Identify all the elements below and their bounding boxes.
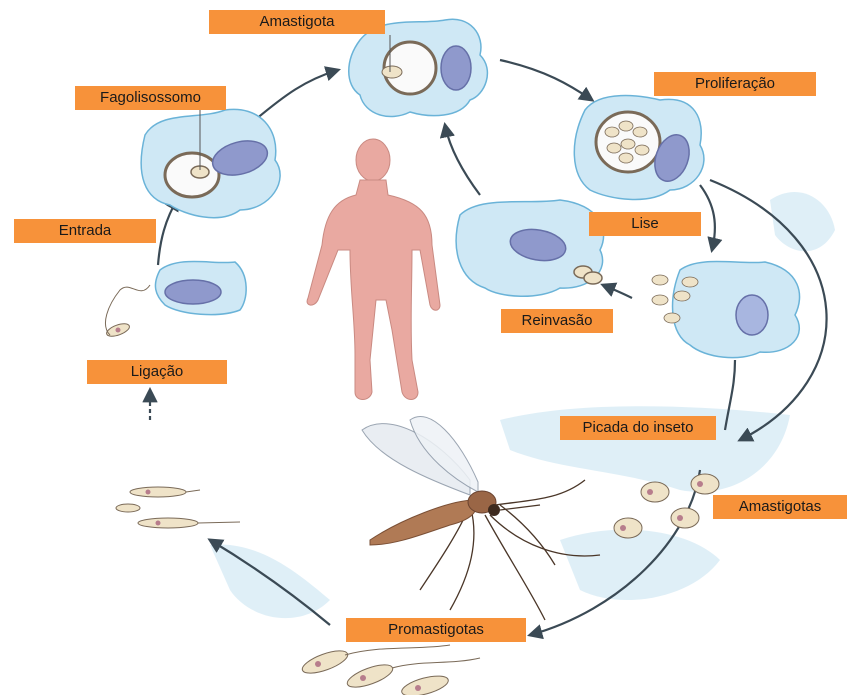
promastigota-ligacao xyxy=(105,285,150,339)
mosquito-abdomen xyxy=(370,500,476,545)
label-fagolisossomo: Fagolisossomo xyxy=(75,86,226,110)
cells xyxy=(141,19,799,357)
human-figure xyxy=(307,139,440,400)
arrow-reinvasion-left xyxy=(603,285,632,298)
label-amastigotas: Amastigotas xyxy=(713,495,847,519)
label-amastigota: Amastigota xyxy=(209,10,385,34)
cell-reinvasao xyxy=(456,200,603,296)
cell-proliferacao xyxy=(574,96,704,200)
arrow-reinvasion-up xyxy=(445,125,480,195)
label-ligacao: Ligação xyxy=(87,360,227,384)
label-picada-do-inseto: Picada do inseto xyxy=(560,416,716,440)
label-reinvasao: Reinvasão xyxy=(501,309,613,333)
label-lise: Lise xyxy=(589,212,701,236)
label-entrada: Entrada xyxy=(14,219,156,243)
cell-ligacao xyxy=(155,261,246,314)
arrow-to-amastigota xyxy=(255,70,338,120)
promastigotas-bottom xyxy=(300,645,480,695)
arrow-to-proliferacao xyxy=(500,60,592,100)
arrow-to-lise xyxy=(700,185,715,250)
cell-lise xyxy=(652,261,800,357)
mosquito-head xyxy=(488,504,500,516)
cell-fagolisossomo xyxy=(141,109,280,217)
promastigotas-left xyxy=(116,487,240,528)
label-promastigotas: Promastigotas xyxy=(346,618,526,642)
label-proliferacao: Proliferação xyxy=(654,72,816,96)
